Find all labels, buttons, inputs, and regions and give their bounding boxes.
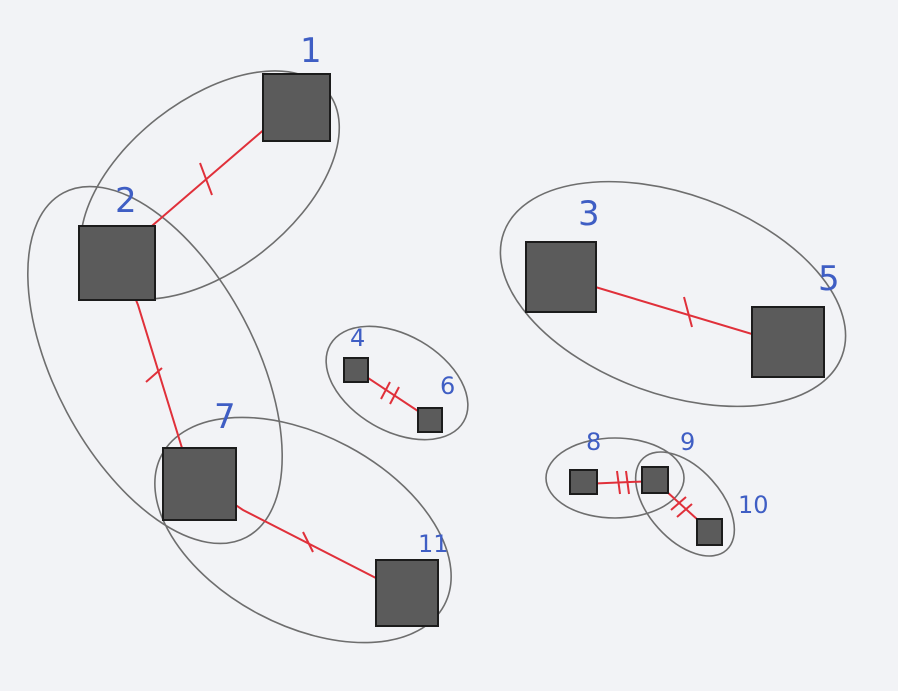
group-ellipse-3-5 [499, 180, 847, 408]
node-8[interactable] [569, 469, 598, 495]
node-label-2: 2 [115, 181, 137, 221]
node-7[interactable] [162, 447, 237, 521]
group-ellipse-8-9 [545, 437, 685, 519]
node-11[interactable] [375, 559, 439, 627]
node-label-10: 10 [738, 491, 769, 519]
node-label-3: 3 [578, 194, 600, 234]
edge-3-5-tick [683, 296, 693, 328]
node-label-7: 7 [214, 397, 236, 437]
group-layer [27, 70, 847, 644]
edge-4-6-tick-b [389, 386, 400, 405]
node-label-1: 1 [300, 31, 322, 71]
edge-4-6-tick-a [380, 381, 391, 400]
edge-8-9-tick-b [625, 470, 630, 495]
edge-8-9-tick-a [616, 470, 621, 495]
group-ellipse-9-10 [634, 451, 736, 557]
node-label-8: 8 [586, 428, 601, 456]
edge-3-5 [561, 276, 783, 344]
edge-7-11-tick [302, 531, 314, 553]
node-10[interactable] [696, 518, 723, 546]
edge-9-10-tick-b [676, 503, 693, 518]
group-ellipse-7-11 [154, 416, 452, 644]
node-3[interactable] [525, 241, 597, 313]
node-label-6: 6 [440, 372, 455, 400]
node-label-5: 5 [818, 259, 840, 299]
edge-1-2-tick [199, 162, 213, 196]
edge-9-10-tick-a [670, 496, 687, 511]
node-9[interactable] [641, 466, 669, 494]
group-ellipse-4-6 [325, 325, 469, 441]
edge-layer [117, 102, 783, 598]
node-1[interactable] [262, 73, 331, 142]
node-label-9: 9 [680, 428, 695, 456]
node-5[interactable] [751, 306, 825, 378]
edge-2-7-tick [145, 367, 163, 383]
group-ellipse-2-7 [27, 185, 283, 545]
node-6[interactable] [417, 407, 443, 433]
node-4[interactable] [343, 357, 369, 383]
label-layer: 1 2 3 4 5 6 7 8 9 10 11 [115, 31, 840, 558]
node-label-11: 11 [418, 530, 449, 558]
node-layer [78, 73, 825, 627]
node-2[interactable] [78, 225, 156, 301]
node-label-4: 4 [350, 324, 365, 352]
